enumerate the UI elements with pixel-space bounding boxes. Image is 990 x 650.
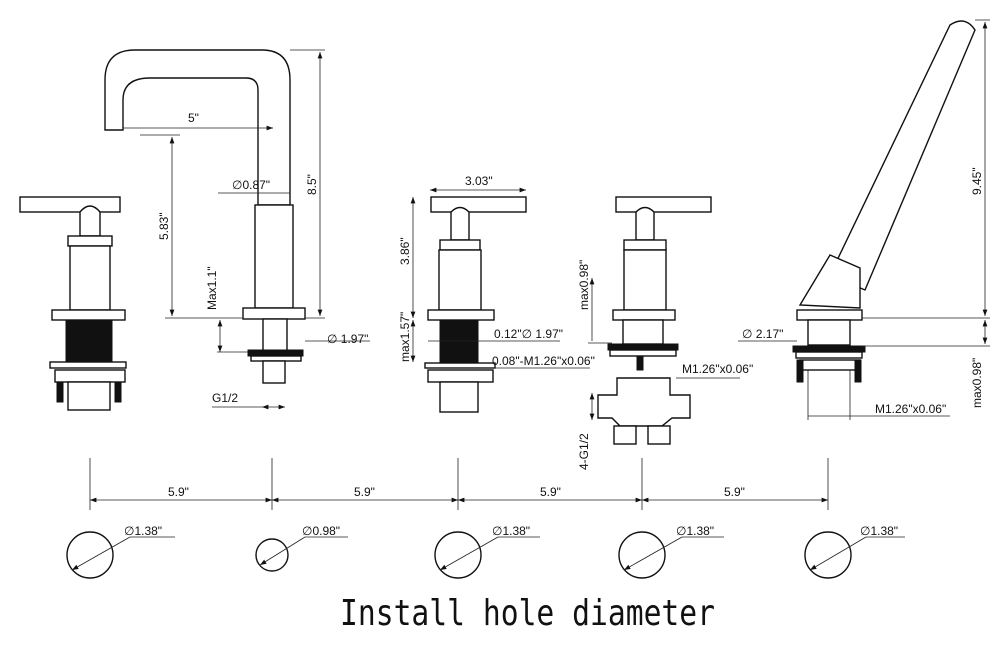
spout-reach-label: 5" <box>188 111 199 125</box>
hole-diameter-label: ∅0.98" <box>302 524 340 538</box>
handshower-height-label: 9.45" <box>970 167 984 195</box>
hole-diameter-label: ∅1.38" <box>492 524 530 538</box>
valve-max-deck-label: max1.57" <box>398 312 412 362</box>
spout-tube-diameter-label: ∅0.87" <box>232 178 270 192</box>
spout: 5" 8.5" 5.83" ∅0.87" Max1.1" ∅ 1.97" G1/… <box>104 49 370 410</box>
handshower-base-diameter-label: ∅ 2.17" <box>742 327 783 341</box>
install-hole-4: ∅1.38" <box>618 524 724 579</box>
spout-height-label: 8.5" <box>305 174 319 195</box>
hole-diameter-label: ∅1.38" <box>676 524 714 538</box>
spacing-label-1: 5.9" <box>168 485 189 499</box>
valve-base-diameter-label: 0.12"∅ 1.97" <box>494 327 563 341</box>
hole-diameter-label: ∅1.38" <box>860 524 898 538</box>
diverter-inlets-label: 4-G1/2 <box>577 433 591 470</box>
spout-base-diameter-label: ∅ 1.97" <box>327 332 368 346</box>
install-hole-2: ∅0.98" <box>255 524 348 572</box>
right-handle-valve: 3.03" 3.86" max1.57" 0.12"∅ 1.97" 0.08"-… <box>398 174 595 413</box>
spout-max-deck-label: Max1.1" <box>205 266 219 310</box>
handshower-max-deck-label: max0.98" <box>970 358 984 408</box>
diverter-thread-label: M1.26"x0.06" <box>682 362 753 376</box>
valve-thread-label: 0.08"-M1.26"x0.06" <box>492 354 595 368</box>
spacing-label-4: 5.9" <box>724 485 745 499</box>
spout-thread-label: G1/2 <box>212 391 238 405</box>
valve-handle-width-label: 3.03" <box>465 174 493 188</box>
spacing-label-2: 5.9" <box>354 485 375 499</box>
install-holes: ∅1.38" ∅0.98" ∅1.38" ∅1.38" ∅1.38" <box>66 524 905 579</box>
hand-shower: 9.45" ∅ 2.17" max0.98" M1.26"x0.06" <box>738 19 990 420</box>
hole-diameter-label: ∅1.38" <box>124 524 162 538</box>
diagram-title: Install hole diameter <box>340 593 715 634</box>
spout-clearance-label: 5.83" <box>157 212 171 240</box>
diverter-valve: max0.98" M1.26"x0.06" 4-G1/2 <box>577 196 753 470</box>
diverter-max-deck-label: max0.98" <box>577 260 591 310</box>
install-hole-5: ∅1.38" <box>804 524 905 579</box>
spacing-label-3: 5.9" <box>540 485 561 499</box>
install-hole-1: ∅1.38" <box>66 524 175 579</box>
install-hole-3: ∅1.38" <box>434 524 540 579</box>
handshower-thread-label: M1.26"x0.06" <box>875 402 946 416</box>
spacing-dimensions: 5.9" 5.9" 5.9" 5.9" <box>89 458 829 510</box>
left-handle-valve <box>19 196 127 411</box>
valve-height-label: 3.86" <box>398 237 412 265</box>
